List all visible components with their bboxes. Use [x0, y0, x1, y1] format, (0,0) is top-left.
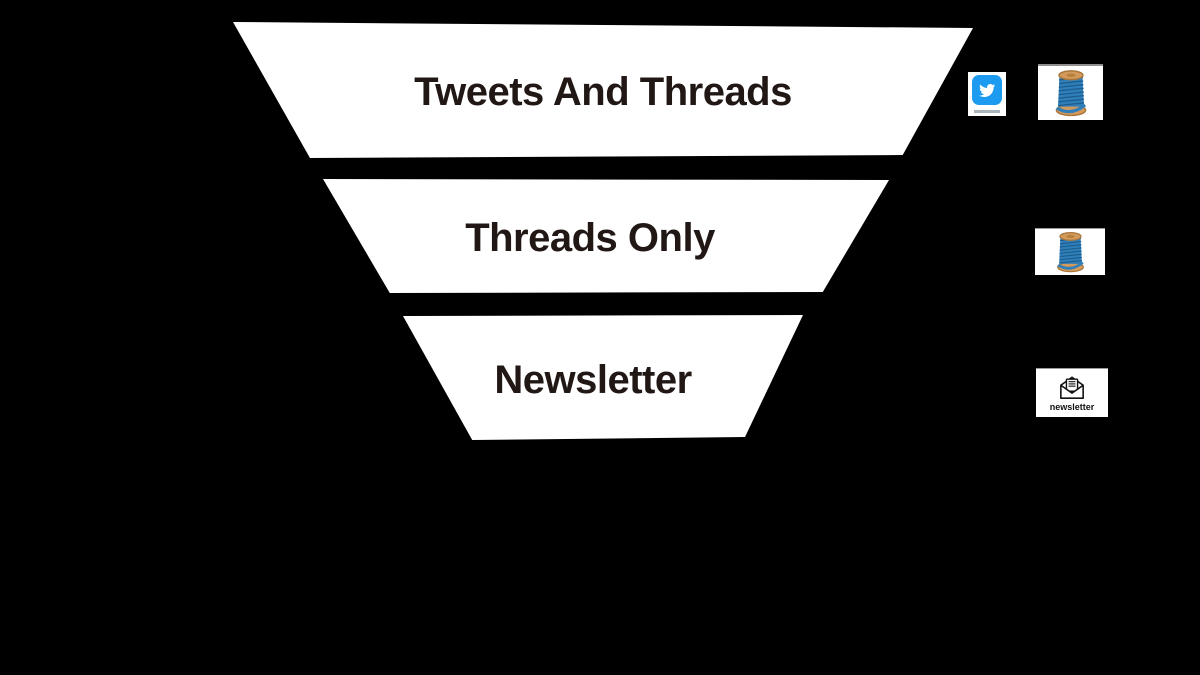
- open-envelope-icon: [1060, 376, 1084, 399]
- newsletter-caption: newsletter: [1049, 401, 1095, 412]
- twitter-bird-icon: [972, 75, 1002, 105]
- thread-spool-icon: [1038, 64, 1103, 120]
- twitter-logo-icon: [968, 72, 1006, 116]
- funnel-tier-newsletter: Newsletter: [403, 315, 803, 440]
- funnel-tier-threads-only: Threads Only: [323, 179, 889, 293]
- thread-spool-icon: [1035, 228, 1105, 275]
- funnel-tier-tweets-and-threads: Tweets And Threads: [233, 22, 973, 158]
- watermark-line: [974, 110, 1000, 113]
- tier-label-tweets-and-threads: Tweets And Threads: [414, 70, 792, 114]
- tier-label-newsletter: Newsletter: [494, 357, 692, 402]
- tier-label-threads-only: Threads Only: [465, 216, 715, 260]
- newsletter-envelope-icon: newsletter: [1036, 368, 1108, 417]
